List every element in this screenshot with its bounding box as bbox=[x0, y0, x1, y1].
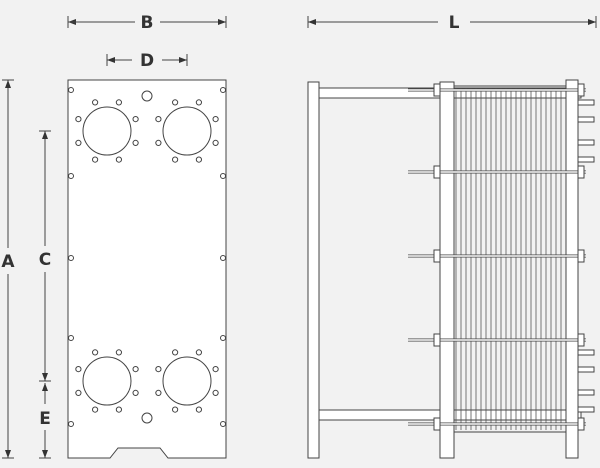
plate-pack bbox=[453, 85, 567, 433]
bolt-hole bbox=[155, 366, 162, 373]
guide-hole-bottom bbox=[141, 412, 153, 424]
bolt-hole bbox=[155, 389, 162, 396]
end-support bbox=[565, 79, 579, 459]
nut-left bbox=[433, 249, 441, 263]
bolt-holes bbox=[75, 99, 219, 413]
bolt-hole bbox=[132, 389, 139, 396]
nut-right bbox=[577, 417, 585, 431]
bolt-hole bbox=[212, 366, 219, 373]
bolt-hole bbox=[195, 99, 202, 106]
nut-left bbox=[433, 333, 441, 347]
dimension-b: B bbox=[67, 13, 227, 33]
bolt-hole bbox=[115, 349, 123, 356]
bolt-hole bbox=[75, 139, 82, 146]
label-d: D bbox=[140, 51, 154, 71]
bolt-hole bbox=[75, 116, 82, 123]
port-top-right bbox=[162, 106, 212, 156]
bolt-hole bbox=[172, 349, 179, 356]
edge-holes bbox=[68, 87, 226, 427]
nut-right bbox=[577, 249, 585, 263]
label-b: B bbox=[141, 13, 154, 33]
port-bottom-right bbox=[162, 356, 212, 406]
bolt-hole bbox=[115, 406, 123, 413]
guide-hole-top bbox=[141, 90, 153, 102]
nozzles bbox=[577, 99, 595, 413]
bolt-hole bbox=[132, 116, 139, 123]
bolt-hole bbox=[155, 116, 162, 123]
bolt-hole bbox=[75, 389, 82, 396]
side-view bbox=[307, 79, 595, 459]
bolt-hole bbox=[115, 156, 123, 163]
bolt-hole bbox=[92, 406, 99, 413]
tightening-bolts bbox=[408, 83, 586, 431]
bolt-hole bbox=[172, 406, 179, 413]
dimension-e: E bbox=[39, 383, 51, 459]
label-l: L bbox=[449, 13, 460, 33]
bolt-hole bbox=[212, 389, 219, 396]
dimension-a: A bbox=[1, 79, 15, 459]
label-e: E bbox=[39, 409, 51, 429]
bolt-hole bbox=[172, 99, 179, 106]
nut-left bbox=[433, 83, 441, 97]
nut-right bbox=[577, 83, 585, 97]
bolt-hole bbox=[132, 139, 139, 146]
bolt-hole bbox=[75, 366, 82, 373]
port-top-left bbox=[82, 106, 132, 156]
bolt-hole bbox=[115, 99, 123, 106]
bolt-hole bbox=[92, 99, 99, 106]
port-bottom-left bbox=[82, 356, 132, 406]
plate-pack-outline bbox=[453, 85, 567, 433]
bolt-hole bbox=[155, 139, 162, 146]
bolt-hole bbox=[92, 349, 99, 356]
front-view bbox=[67, 79, 227, 459]
dimension-l: L bbox=[307, 13, 597, 33]
nut-right bbox=[577, 333, 585, 347]
bolt-hole bbox=[92, 156, 99, 163]
label-c: C bbox=[39, 250, 51, 270]
dimension-d: D bbox=[106, 51, 188, 71]
fixed-frame-plate bbox=[307, 81, 320, 459]
bolt-hole bbox=[195, 406, 202, 413]
bolt-hole bbox=[172, 156, 179, 163]
bolt-hole bbox=[195, 156, 202, 163]
dimension-c: C bbox=[39, 130, 51, 382]
nut-left bbox=[433, 165, 441, 179]
bolt-hole bbox=[212, 139, 219, 146]
bolt-hole bbox=[132, 366, 139, 373]
bolt-hole bbox=[195, 349, 202, 356]
nut-left bbox=[433, 417, 441, 431]
pressure-plate bbox=[439, 81, 455, 459]
nut-right bbox=[577, 165, 585, 179]
bolt-hole bbox=[212, 116, 219, 123]
label-a: A bbox=[1, 252, 15, 272]
